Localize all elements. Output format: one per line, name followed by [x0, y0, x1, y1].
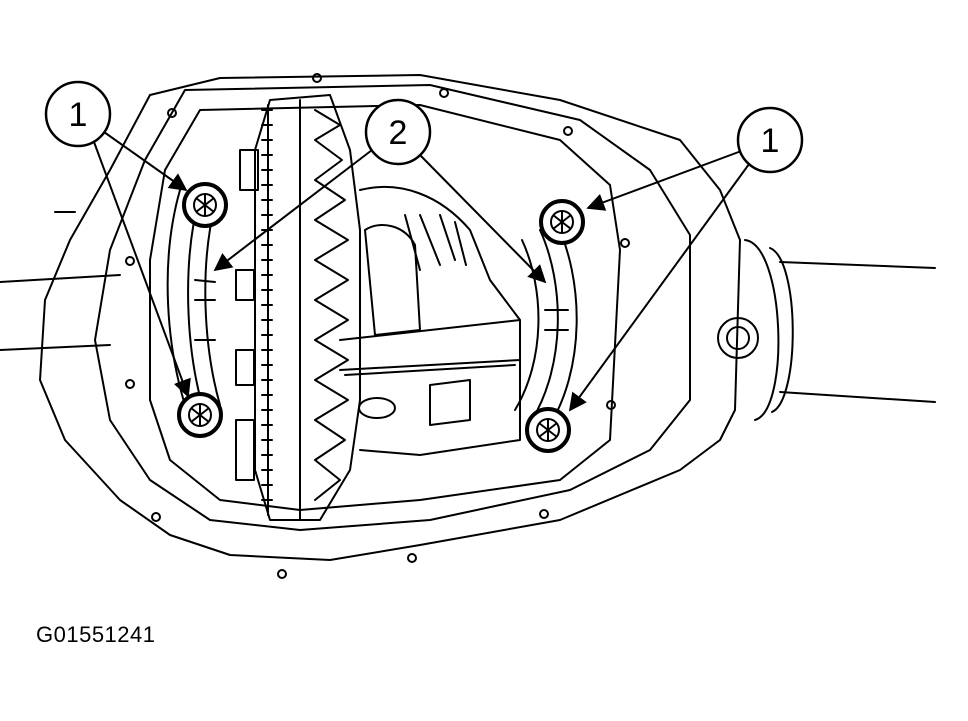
leader-2-right: [419, 154, 547, 284]
callout-label-2: 2: [389, 114, 408, 152]
callout-label-1-right: 1: [761, 122, 780, 160]
ring-gear-teeth: [235, 104, 349, 516]
leader-2-left: [213, 149, 373, 272]
vent-boss: [717, 317, 759, 359]
leader-1b-upper: [586, 149, 745, 211]
leader-1a-lower: [93, 141, 191, 398]
ring-gear: [254, 94, 361, 521]
housing-flange: [94, 84, 691, 531]
differential-case: [339, 186, 521, 456]
axle-tube-right: [744, 239, 936, 421]
axle-tube-left: [0, 211, 121, 351]
callout-label-1-left: 1: [69, 96, 88, 134]
figure-id: G01551241: [36, 622, 156, 647]
cap-bolt-upper-left: [182, 182, 228, 228]
callout-circle-2: [364, 98, 432, 166]
cap-bolt-lower-left: [177, 392, 223, 438]
leader-1a-upper: [103, 131, 188, 192]
leader-1b-lower: [568, 159, 753, 412]
housing-bolt-holes: [125, 73, 630, 579]
cap-bolt-upper-right: [539, 199, 585, 245]
callout-circle-1-right: [736, 106, 804, 174]
callout-circle-1-left: [44, 80, 112, 148]
housing-outline: [39, 74, 741, 561]
bearing-cap-right: [514, 219, 578, 429]
cap-bolt-lower-right: [525, 407, 571, 453]
gasket-surface: [149, 104, 621, 511]
